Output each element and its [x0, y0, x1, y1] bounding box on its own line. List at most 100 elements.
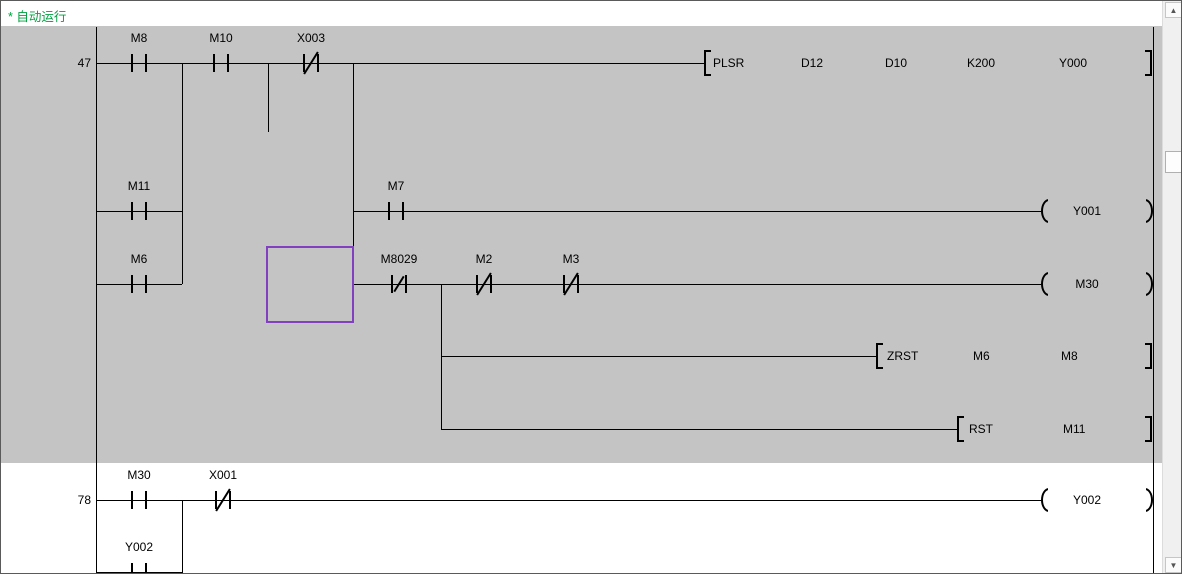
bracket-right [1145, 416, 1152, 442]
wire-rung47-main [97, 63, 704, 64]
device-label: M30 [127, 468, 151, 482]
instruction-operand: M8 [1061, 349, 1078, 363]
coil-m30[interactable]: M30 [1041, 272, 1153, 296]
device-label: M8 [130, 31, 148, 45]
wire-m11-row [97, 211, 182, 212]
device-label: M6 [130, 252, 148, 266]
contact-m6[interactable]: M6 [131, 252, 147, 293]
contact-m2-nc[interactable]: M2 [476, 252, 492, 296]
contact-bar [131, 491, 133, 509]
step-number-47: 47 [77, 56, 91, 70]
step-number-78: 78 [77, 493, 91, 507]
wire-m6-row [97, 284, 182, 285]
bracket-right [1145, 343, 1152, 369]
contact-bar [131, 275, 133, 293]
instruction-opcode: ZRST [887, 349, 919, 363]
contact-bar [577, 275, 579, 293]
instruction-operand: Y000 [1059, 56, 1088, 70]
instruction-rst[interactable]: RST M11 [957, 416, 1152, 442]
coil-y001[interactable]: Y001 [1041, 199, 1153, 223]
device-label: M7 [387, 179, 405, 193]
scroll-up-icon: ▲ [1169, 5, 1178, 15]
coil-arc-right [1145, 488, 1153, 512]
instruction-opcode: RST [969, 422, 993, 436]
coil-arc-right [1145, 199, 1153, 223]
instruction-operand: K200 [967, 56, 996, 70]
contact-m8029-pulse[interactable]: M8029 [381, 252, 417, 293]
device-label: X001 [208, 468, 238, 482]
rung-comment: * 自动运行 [8, 10, 67, 24]
contact-bar [402, 202, 404, 220]
contact-bar [229, 491, 231, 509]
contact-bar [145, 275, 147, 293]
instruction-operand: M6 [973, 349, 990, 363]
contact-bar [391, 275, 393, 293]
contact-m7[interactable]: M7 [388, 179, 404, 220]
device-label: Y002 [1072, 493, 1102, 507]
vertical-scrollbar[interactable]: ▲ ▼ [1162, 1, 1181, 573]
contact-m3-nc[interactable]: M3 [563, 252, 579, 296]
contact-bar [145, 491, 147, 509]
device-label: M8029 [380, 252, 418, 266]
contact-y002-branch[interactable]: Y002 [125, 540, 153, 573]
contact-bar [563, 275, 565, 293]
wire-branch-mid [353, 63, 354, 284]
contact-m8[interactable]: M8 [131, 31, 147, 72]
edit-cursor-cell[interactable] [266, 246, 354, 323]
wire-rst-row [441, 429, 957, 430]
selected-rung-block [1, 26, 1162, 463]
contact-m11[interactable]: M11 [128, 179, 150, 220]
scroll-down-icon: ▼ [1169, 560, 1178, 570]
instruction-plsr[interactable]: PLSR D12 D10 K200 Y000 [704, 50, 1152, 76]
wire-branch-rung78 [182, 500, 183, 573]
contact-bar [131, 563, 133, 573]
contact-bar [145, 202, 147, 220]
contact-m10[interactable]: M10 [209, 31, 233, 72]
contact-bar [405, 275, 407, 293]
wire-y001-row [353, 211, 1043, 212]
wire-m30-row [353, 284, 1043, 285]
coil-arc-right [1145, 272, 1153, 296]
contact-bar [215, 491, 217, 509]
wire-rung78-main [97, 500, 1043, 501]
contact-bar [145, 54, 147, 72]
contact-bar [131, 202, 133, 220]
contact-bar [490, 275, 492, 293]
contact-bar [303, 54, 305, 72]
scroll-up-button[interactable]: ▲ [1165, 2, 1181, 18]
wire-branch-left [182, 63, 183, 284]
instruction-zrst[interactable]: ZRST M6 M8 [876, 343, 1152, 369]
contact-bar [227, 54, 229, 72]
scroll-down-button[interactable]: ▼ [1165, 557, 1181, 573]
instruction-operand: M11 [1063, 422, 1086, 436]
device-label: M10 [209, 31, 233, 45]
device-label: M3 [562, 252, 580, 266]
device-label: Y001 [1072, 204, 1102, 218]
contact-bar [131, 54, 133, 72]
bracket-right [1145, 50, 1152, 76]
contact-bar [213, 54, 215, 72]
contact-m30[interactable]: M30 [127, 468, 151, 509]
wire-zrst-row [441, 356, 876, 357]
bracket-left [876, 343, 883, 369]
wire-stub [268, 64, 269, 132]
scrollbar-thumb[interactable] [1165, 151, 1181, 173]
device-label: Y002 [124, 540, 154, 554]
instruction-operand: D12 [801, 56, 824, 70]
contact-x001-nc[interactable]: X001 [209, 468, 237, 512]
bracket-left [957, 416, 964, 442]
instruction-opcode: PLSR [713, 56, 745, 70]
power-rail-right [1153, 27, 1154, 573]
device-label: M30 [1075, 277, 1099, 291]
contact-bar [317, 54, 319, 72]
bracket-left [704, 50, 711, 76]
contact-bar [388, 202, 390, 220]
wire-y002-branch-row [97, 572, 182, 573]
device-label: M11 [127, 179, 151, 193]
contact-bar [476, 275, 478, 293]
power-rail-left [96, 27, 97, 573]
contact-bar [145, 563, 147, 573]
contact-x003-nc[interactable]: X003 [297, 31, 325, 75]
coil-y002[interactable]: Y002 [1041, 488, 1153, 512]
